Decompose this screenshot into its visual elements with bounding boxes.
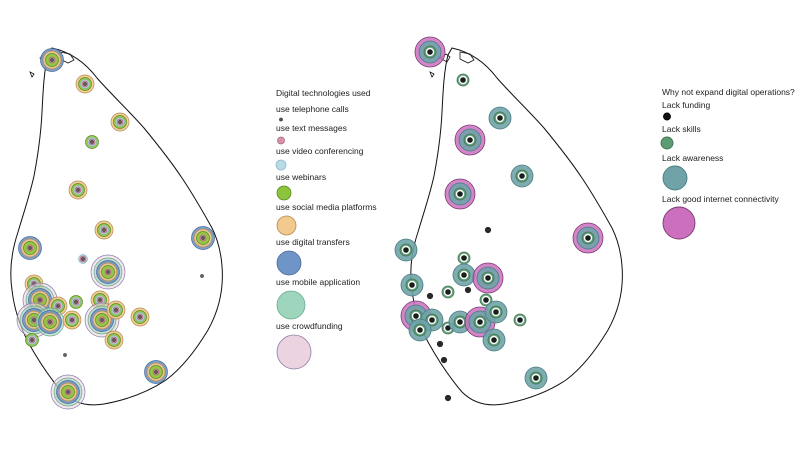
right-legend-swatch: [662, 165, 688, 191]
left-legend-swatch: [276, 334, 312, 370]
right-map-marker: [531, 373, 541, 383]
right-legend-label: Lack funding: [662, 100, 710, 110]
right-map-marker: [489, 335, 499, 345]
left-map-marker: [63, 353, 67, 357]
right-legend-title: Why not expand digital operations?: [662, 87, 795, 97]
left-map-marker: [38, 298, 42, 302]
left-map-markers: [16, 48, 215, 410]
left-map-marker: [32, 318, 36, 322]
left-map-marker: [70, 318, 74, 322]
right-legend-swatch: [662, 206, 696, 240]
left-map-marker: [114, 308, 118, 312]
right-map-marker: [458, 75, 468, 85]
right-legend-swatch: [663, 112, 671, 121]
left-map-marker: [106, 270, 110, 274]
left-map-marker: [30, 338, 34, 342]
left-map-marker: [98, 298, 102, 302]
left-legend-label: use social media platforms: [276, 202, 377, 212]
left-map-marker: [76, 188, 80, 192]
right-legend-swatch: [660, 136, 674, 150]
right-map-marker: [464, 286, 472, 294]
right-map-marker: [401, 245, 411, 255]
right-map-marker: [459, 253, 469, 263]
left-map-marker: [112, 338, 116, 342]
left-legend-swatch: [275, 159, 287, 171]
left-legend-swatch: [279, 117, 283, 122]
left-legend-label: use mobile application: [276, 277, 360, 287]
left-map-marker: [28, 246, 32, 250]
right-map-marker: [411, 311, 421, 321]
right-map: [394, 36, 623, 406]
left-map-marker: [48, 320, 52, 324]
right-legend: Why not expand digital operations? Lack …: [660, 87, 795, 240]
right-legend-label: Lack skills: [662, 124, 701, 134]
left-legend-label: use crowdfunding: [276, 321, 343, 331]
left-map-marker: [138, 315, 142, 319]
right-map-marker: [465, 135, 475, 145]
right-map-marker: [483, 273, 493, 283]
left-legend-swatch: [276, 185, 292, 201]
left-map-marker: [102, 228, 106, 232]
right-map-marker: [495, 113, 505, 123]
right-map-markers: [394, 36, 604, 402]
left-map-marker: [81, 257, 85, 261]
right-map-marker: [407, 280, 417, 290]
left-legend-swatch: [277, 136, 285, 145]
left-map-marker: [66, 390, 70, 394]
left-legend-swatch: [276, 290, 306, 320]
right-map-marker: [440, 356, 448, 364]
left-legend-title: Digital technologies used: [276, 88, 371, 98]
right-map-marker: [515, 315, 525, 325]
left-legend-label: use telephone calls: [276, 104, 349, 114]
right-map-marker: [426, 292, 434, 300]
right-map-marker: [436, 340, 444, 348]
left-legend-swatch: [276, 250, 302, 276]
right-map-marker: [459, 270, 469, 280]
right-map-marker: [415, 325, 425, 335]
left-map-marker: [201, 236, 205, 240]
left-map-marker: [90, 140, 94, 144]
left-map-marker: [83, 82, 87, 86]
left-map-marker: [50, 58, 54, 62]
left-map-marker: [118, 120, 122, 124]
left-map: [10, 47, 223, 410]
right-map-marker: [455, 189, 465, 199]
right-map-marker: [583, 233, 593, 243]
left-map-marker: [56, 304, 60, 308]
left-legend-swatch: [276, 215, 297, 236]
left-legend-label: use webinars: [276, 172, 326, 182]
right-legend-label: Lack good internet connectivity: [662, 194, 779, 204]
right-map-marker: [444, 394, 452, 402]
left-legend: Digital technologies used use telephone …: [275, 88, 377, 370]
right-legend-label: Lack awareness: [662, 153, 723, 163]
right-map-marker: [484, 226, 492, 234]
right-map-marker: [425, 47, 435, 57]
right-map-marker: [517, 171, 527, 181]
left-map-marker: [200, 274, 204, 278]
right-map-marker: [455, 317, 465, 327]
left-map-marker: [74, 300, 78, 304]
left-map-marker: [154, 370, 158, 374]
right-map-marker: [475, 317, 485, 327]
right-map-marker: [491, 307, 501, 317]
left-legend-label: use digital transfers: [276, 237, 350, 247]
left-map-outline: [10, 47, 223, 406]
right-map-marker: [481, 295, 491, 305]
right-map-marker: [427, 315, 437, 325]
left-legend-label: use text messages: [276, 123, 347, 133]
left-map-marker: [100, 318, 104, 322]
left-legend-label: use video conferencing: [276, 146, 364, 156]
right-map-marker: [443, 287, 453, 297]
